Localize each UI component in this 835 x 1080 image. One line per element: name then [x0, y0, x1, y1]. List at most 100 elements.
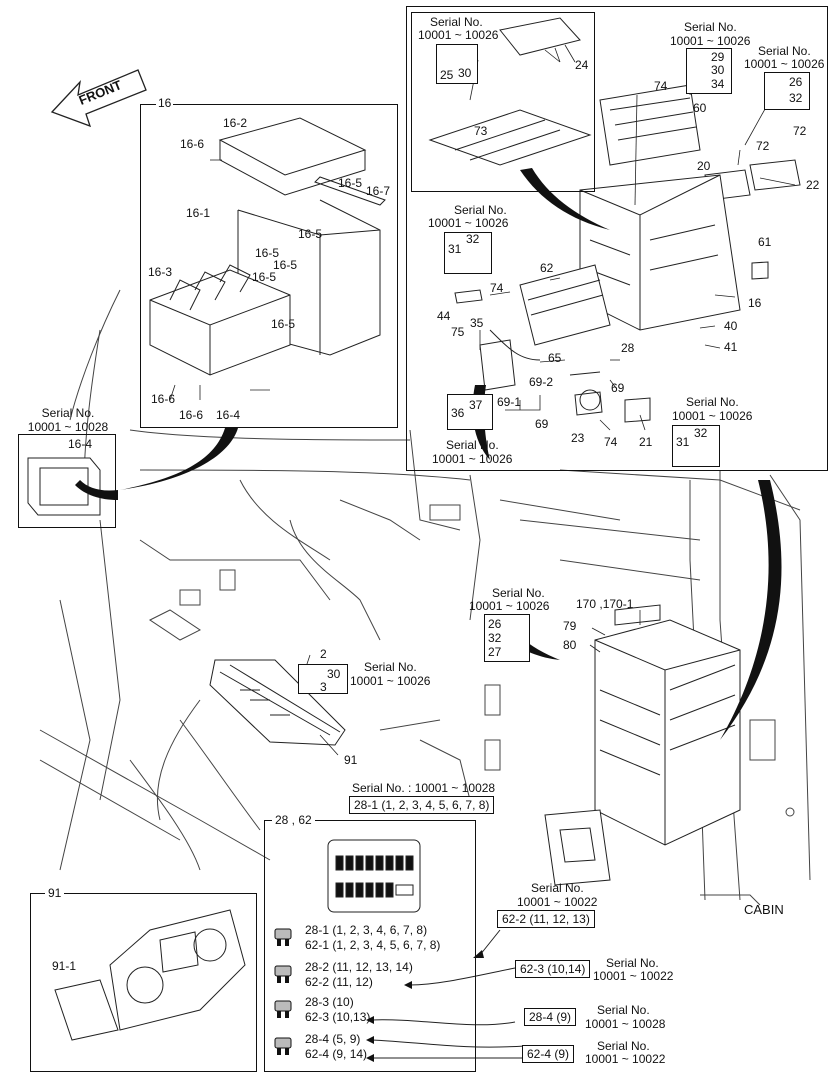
part-label: 79 [563, 619, 577, 633]
part-label: 16-4 [216, 408, 241, 422]
part-box: 30 25 [436, 44, 478, 84]
serial-range: 10001 ~ 10026 [469, 599, 550, 613]
part-label: 31 [676, 435, 690, 449]
part-label: 72 [756, 139, 770, 153]
serial-label: Serial No. [758, 44, 811, 58]
plate-16-4-drawing [27, 457, 101, 516]
inset-box-16-4 [18, 434, 116, 528]
fuse-block-drawing [327, 839, 421, 913]
gauge-cluster-drawing [54, 909, 246, 1041]
part-label: 25 [440, 68, 454, 82]
serial-label: Serial No. [606, 956, 659, 970]
serial-label: Serial No. [446, 438, 499, 452]
part-box: 36 37 [447, 394, 493, 430]
fuse-icon [274, 1000, 292, 1018]
part-label: 74 [654, 79, 668, 93]
serial-label: Serial No. [597, 1003, 650, 1017]
part-label: 30 [458, 66, 472, 80]
part-label: 20 [697, 159, 711, 173]
serial-range: 10001 ~ 10028 [585, 1017, 666, 1031]
fuse-entry-b: 62-3 (10,13) [305, 1010, 371, 1024]
part-label: 26 [789, 75, 803, 89]
fuse-entry-a: 28-2 (11, 12, 13, 14) [305, 960, 413, 974]
box-28-62-title: 28 , 62 [272, 814, 315, 827]
part-label: 69-2 [529, 375, 554, 389]
fuse-entry-a: 28-3 (10) [305, 995, 354, 1009]
part-label: 16-5 [338, 176, 363, 190]
serial-range: 10001 ~ 10026 [672, 409, 753, 423]
part-label: 62 [540, 261, 554, 275]
part-label: 80 [563, 638, 577, 652]
part-label: 16-6 [151, 392, 176, 406]
part-label: 16-1 [186, 206, 211, 220]
detail-box-upper-right [406, 6, 828, 471]
part-label: 69-1 [497, 395, 522, 409]
detail-box-16 [140, 104, 398, 428]
callout-62-3: 62-3 (10,14) [515, 960, 591, 978]
upper-right-assemblies [428, 17, 801, 423]
part-label: 16-2 [223, 116, 248, 130]
callout-28-4: 28-4 (9) [524, 1008, 577, 1026]
part-label: 16-5 [252, 270, 277, 284]
detail-box-28-62 [264, 820, 476, 1072]
part-label: 69 [611, 381, 625, 395]
part-label: 29 [711, 50, 725, 64]
part-label: 16-6 [180, 137, 205, 151]
part-label: 32 [466, 232, 480, 246]
callout-62-4: 62-4 (9) [522, 1045, 575, 1063]
part-label: 16-3 [148, 265, 173, 279]
part-label: 16-4 [68, 437, 93, 451]
bracket-16-drawing [149, 117, 386, 376]
part-label: 16-5 [255, 246, 280, 260]
part-label: 23 [571, 431, 585, 445]
serial-label: Serial No. [684, 20, 737, 34]
serial-label: Serial No. [41, 406, 95, 420]
part-label: 16-5 [271, 317, 296, 331]
part-box: 31 32 [444, 232, 492, 274]
part-label: 65 [548, 351, 562, 365]
electrical-box-assembly [544, 604, 741, 886]
part-label: 26 [488, 617, 502, 631]
part-label: 91-1 [52, 959, 77, 973]
part-box: 30 3 [298, 664, 348, 694]
part-label: 35 [470, 316, 484, 330]
part-label: 30 [711, 63, 725, 77]
fuse-entry-a: 28-1 (1, 2, 3, 4, 6, 7, 8) [305, 923, 428, 937]
part-label: 74 [490, 281, 504, 295]
part-label: 24 [575, 58, 589, 72]
part-label: 60 [693, 101, 707, 115]
part-label: 32 [789, 91, 803, 105]
instrument-panel-assembly [209, 659, 346, 746]
part-label: 16-7 [366, 184, 391, 198]
serial-label: Serial No. [430, 15, 483, 29]
fuse-entry-a: 28-4 (5, 9) [305, 1032, 361, 1046]
part-label: 69 [535, 417, 549, 431]
serial-full-label: Serial No. : 10001 ~ 10028 [352, 781, 496, 795]
serial-range: 10001 ~ 10026 [428, 216, 509, 230]
serial-range: 10001 ~ 10026 [744, 57, 825, 71]
part-label: 36 [451, 406, 465, 420]
part-label: 37 [469, 398, 483, 412]
part-box: 26 32 [764, 72, 810, 110]
detail-box-91 [30, 893, 257, 1072]
part-label: 75 [451, 325, 465, 339]
serial-label: Serial No. [364, 660, 417, 674]
fuse-icon [274, 928, 292, 946]
front-arrow-icon [50, 69, 147, 128]
fuse-entry-b: 62-2 (11, 12) [305, 975, 373, 989]
box-91-title: 91 [45, 887, 65, 900]
fuse-icon [274, 965, 292, 983]
serial-label: Serial No. [597, 1039, 650, 1053]
serial-label: Serial No. [686, 395, 739, 409]
serial-label: Serial No. [531, 881, 584, 895]
part-label: 30 [327, 667, 341, 681]
part-label: 40 [724, 319, 738, 333]
part-label: 61 [758, 235, 772, 249]
serial-range: 10001 ~ 10022 [517, 895, 598, 909]
part-label: 16-6 [179, 408, 204, 422]
part-label: 16-5 [298, 227, 323, 241]
serial-label: Serial No. [492, 586, 545, 600]
part-label: 32 [488, 631, 502, 645]
fuse-entry-b: 62-4 (9, 14) [305, 1047, 368, 1061]
